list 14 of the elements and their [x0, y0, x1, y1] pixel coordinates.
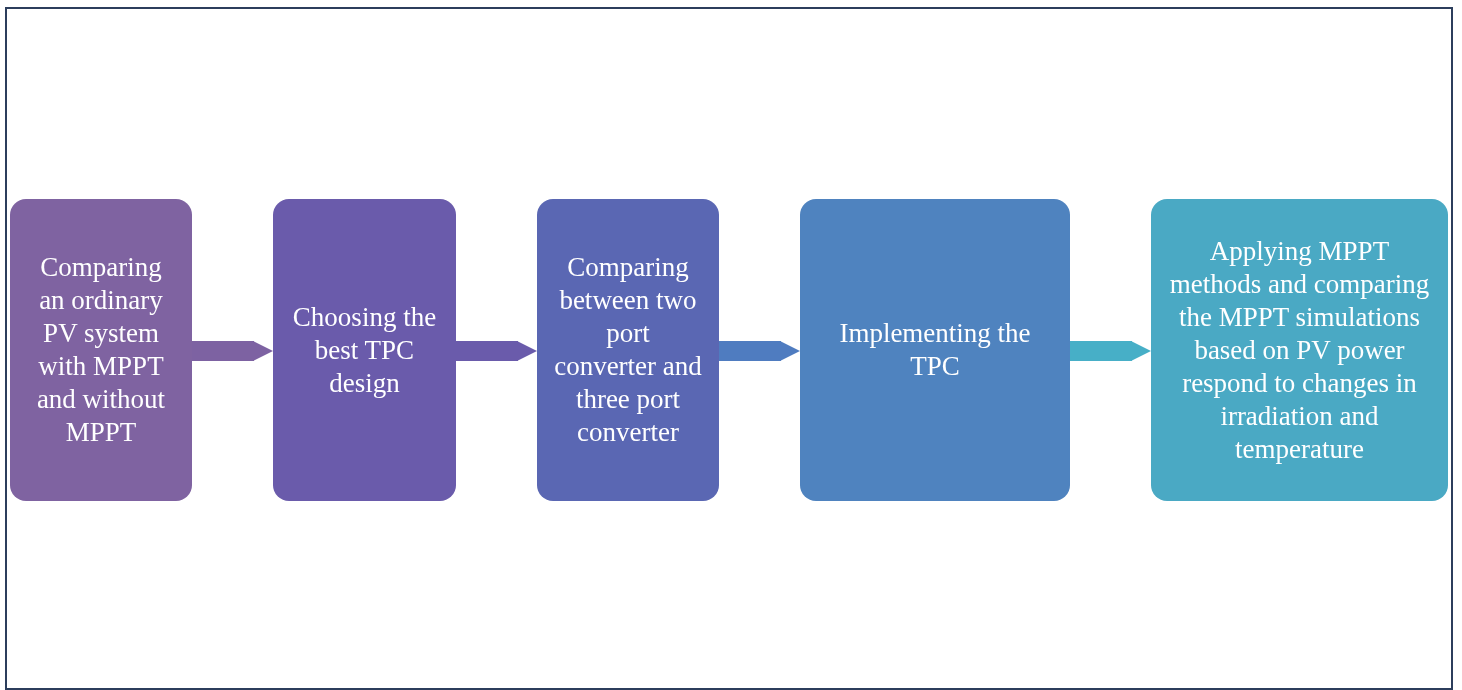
process-box: [1151, 199, 1448, 501]
arrow: [456, 341, 537, 361]
process-box: [273, 199, 456, 501]
process-box: [10, 199, 192, 501]
process-box: [537, 199, 719, 501]
step-text: Comparing between two port converter and three port converter: [553, 251, 703, 449]
step-text: Implementing the TPC: [838, 317, 1032, 383]
arrow: [1070, 341, 1151, 361]
step-text: Choosing the best TPC design: [291, 300, 438, 400]
step-text: Comparing an ordinary PV system with MPPT and without MPPT: [35, 251, 167, 449]
process-box: [800, 199, 1070, 501]
arrow: [192, 341, 273, 361]
step-text: Applying MPPT methods and comparing the MPPT simulations based on PV power respond to changes in irradiation and temperature: [1168, 234, 1431, 466]
arrow: [719, 341, 800, 361]
